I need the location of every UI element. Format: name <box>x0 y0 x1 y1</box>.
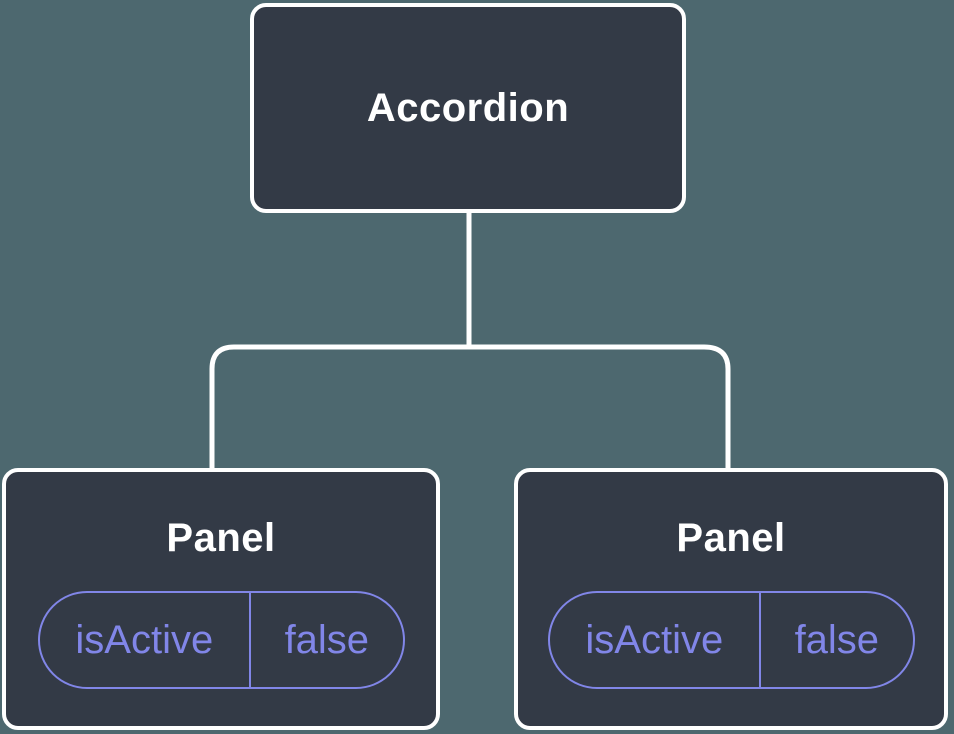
connector-bracket <box>209 344 731 468</box>
accordion-node: Accordion <box>250 3 686 213</box>
accordion-node-label: Accordion <box>366 85 570 130</box>
state-value: false <box>794 617 880 662</box>
state-value: false <box>284 617 370 662</box>
panel-node-left: Panel isActive false <box>2 468 440 730</box>
state-key: isActive <box>40 593 252 687</box>
panel-node-right: Panel isActive false <box>514 468 948 730</box>
state-pill: isActive false <box>37 591 405 689</box>
state-key: isActive <box>550 593 762 687</box>
panel-node-label: Panel <box>166 516 276 560</box>
panel-node-label: Panel <box>676 516 786 560</box>
state-pill: isActive false <box>547 591 915 689</box>
